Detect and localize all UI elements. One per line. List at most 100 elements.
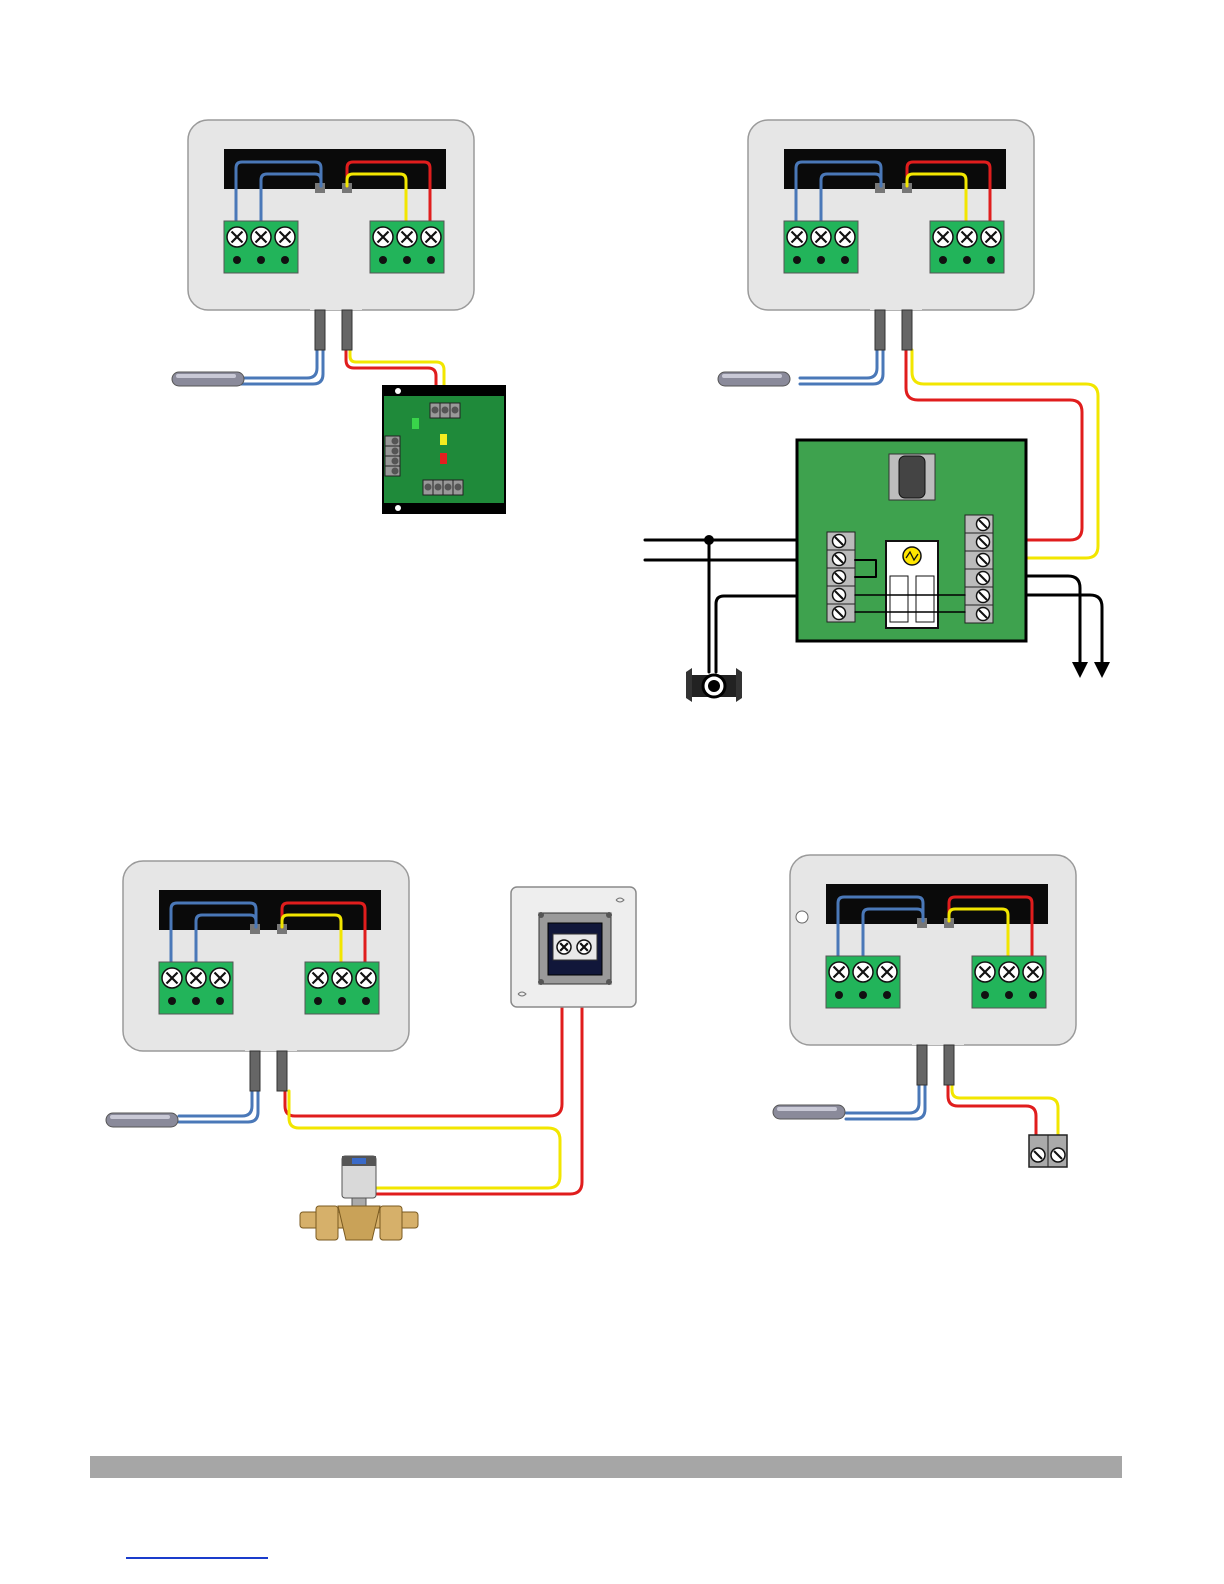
wiring-channel (159, 890, 381, 930)
circuit-board (383, 386, 505, 513)
board-screw (392, 468, 399, 475)
output-line (1026, 576, 1080, 666)
terminal-hole (859, 991, 867, 999)
cable-stub-left (250, 1051, 260, 1091)
valve-nut-left (316, 1206, 338, 1240)
wiring-channel (224, 149, 446, 189)
output-wire-red (948, 1085, 1036, 1136)
terminal-block (784, 221, 858, 273)
cable-stub-left (315, 310, 325, 350)
sensor-wire (800, 350, 877, 378)
board-mount-hole (395, 388, 401, 394)
sensor-highlight (722, 374, 782, 378)
led-yellow (440, 434, 447, 445)
terminal-hole (987, 256, 995, 264)
cable-stub-right (944, 1045, 954, 1085)
ground-arrow-icon (1094, 662, 1110, 678)
temperature-sensor-icon (773, 1105, 845, 1119)
terminal-hole (1005, 991, 1013, 999)
terminal-block (305, 962, 379, 1014)
center-divider (310, 197, 362, 310)
terminal-hole (168, 997, 176, 1005)
sensor-highlight (777, 1107, 837, 1111)
board-screw (392, 458, 399, 465)
ground-arrow-icon (1072, 662, 1088, 678)
terminal-hole (338, 997, 346, 1005)
center-divider (912, 932, 964, 1045)
terminal-hole (314, 997, 322, 1005)
center-divider (245, 938, 297, 1051)
output-line (1026, 595, 1102, 666)
center-divider (870, 197, 922, 310)
wall-plate-screw (606, 912, 612, 918)
pump-wire (716, 596, 797, 672)
board-screw (445, 484, 452, 491)
terminal-hole (981, 991, 989, 999)
terminal-hole (1029, 991, 1037, 999)
cable-stub-right (277, 1051, 287, 1091)
terminal-block (826, 956, 900, 1008)
sensor-highlight (176, 374, 236, 378)
output-wire-yellow (289, 1091, 560, 1188)
terminal-hole (963, 256, 971, 264)
sensor-wire (846, 1085, 919, 1113)
footer-bar (90, 1456, 1122, 1478)
wall-plate-screw (606, 979, 612, 985)
board-screw (432, 407, 439, 414)
controller-enclosure (748, 120, 1034, 350)
footer-link-underline[interactable] (126, 1557, 268, 1559)
controller-enclosure (123, 861, 409, 1091)
cable-stub-left (875, 310, 885, 350)
terminal-hole (281, 256, 289, 264)
board-screw (392, 438, 399, 445)
board-screw (442, 407, 449, 414)
terminal-hole (841, 256, 849, 264)
diagram-controller-to-relay-box (645, 120, 1110, 702)
wall-plate-screw (538, 912, 544, 918)
led-red (440, 453, 447, 464)
sensor-highlight (110, 1115, 170, 1119)
board-bottom-edge (383, 503, 505, 513)
zone-valve-icon (300, 1156, 418, 1240)
controller-enclosure (790, 855, 1076, 1085)
circulator-pump-icon (686, 668, 742, 702)
valve-nut-right (380, 1206, 402, 1240)
board-screw (435, 484, 442, 491)
temperature-sensor-icon (172, 372, 244, 386)
temperature-sensor-icon (106, 1113, 178, 1127)
cable-stub-right (342, 310, 352, 350)
diagram-controller-to-zone-valve (106, 861, 636, 1240)
board-top-edge (383, 386, 505, 396)
sensor-wire (179, 1091, 252, 1116)
wiring-channel (826, 884, 1048, 924)
pump-rotor (708, 680, 720, 692)
board-screw (425, 484, 432, 491)
terminal-block (224, 221, 298, 273)
diagram-controller-to-terminal-block (773, 855, 1076, 1167)
terminal-hole (257, 256, 265, 264)
two-pole-terminal-block (1029, 1135, 1067, 1167)
board-screw (392, 448, 399, 455)
diagram-controller-to-circuit-board (172, 120, 505, 513)
wall-plate-screw (538, 979, 544, 985)
valve-body (338, 1206, 380, 1240)
terminal-hole (427, 256, 435, 264)
terminal-block (159, 962, 233, 1014)
transformer-coil (899, 456, 925, 498)
terminal-hole (817, 256, 825, 264)
terminal-hole (216, 997, 224, 1005)
controller-enclosure (188, 120, 474, 350)
terminal-hole (362, 997, 370, 1005)
terminal-hole (233, 256, 241, 264)
output-wire-yellow (952, 1085, 1058, 1136)
terminal-hole (403, 256, 411, 264)
wiring-channel (784, 149, 1006, 189)
mounting-hole (796, 911, 808, 923)
board-screw (452, 407, 459, 414)
terminal-hole (793, 256, 801, 264)
cable-stub-left (917, 1045, 927, 1085)
led-green (412, 418, 419, 429)
terminal-hole (835, 991, 843, 999)
valve-indicator (352, 1158, 366, 1164)
